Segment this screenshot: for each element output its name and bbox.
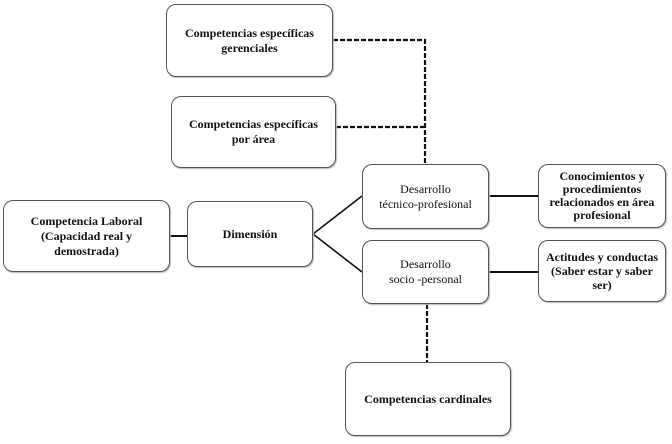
node-cardinales-label: Competencias cardinales — [364, 391, 492, 406]
node-actitudes: Actitudes y conductas (Saber estar y sab… — [538, 240, 666, 302]
node-conocimientos-label: Conocimientos y procedimientos relaciona… — [549, 169, 655, 222]
edge-dimension-socio — [312, 233, 363, 273]
node-desarrollo-tecnico: Desarrollo técnico-profesional — [362, 164, 489, 229]
node-desarrollo-tecnico-label: Desarrollo técnico-profesional — [379, 181, 472, 211]
node-especificas-gerenciales-label: Competencias específicas gerenciales — [185, 25, 314, 55]
node-competencia-laboral: Competencia Laboral (Capacidad real y de… — [3, 200, 170, 272]
node-dimension: Dimensión — [187, 201, 313, 267]
node-desarrollo-socio: Desarrollo socio -personal — [362, 240, 489, 304]
node-actitudes-label: Actitudes y conductas (Saber estar y sab… — [545, 250, 658, 292]
node-cardinales: Competencias cardinales — [345, 362, 511, 436]
node-conocimientos: Conocimientos y procedimientos relaciona… — [538, 164, 666, 228]
node-especificas-area: Competencias específicas por área — [171, 96, 336, 168]
node-competencia-laboral-label: Competencia Laboral (Capacidad real y de… — [30, 213, 143, 258]
node-especificas-area-label: Competencias específicas por área — [189, 117, 318, 146]
node-dimension-label: Dimensión — [222, 226, 278, 241]
edge-gerenciales-tecnico — [333, 38, 427, 164]
node-especificas-gerenciales: Competencias específicas gerenciales — [166, 4, 333, 77]
node-desarrollo-socio-label: Desarrollo socio -personal — [389, 257, 462, 286]
edge-dimension-tecnico — [312, 195, 363, 235]
